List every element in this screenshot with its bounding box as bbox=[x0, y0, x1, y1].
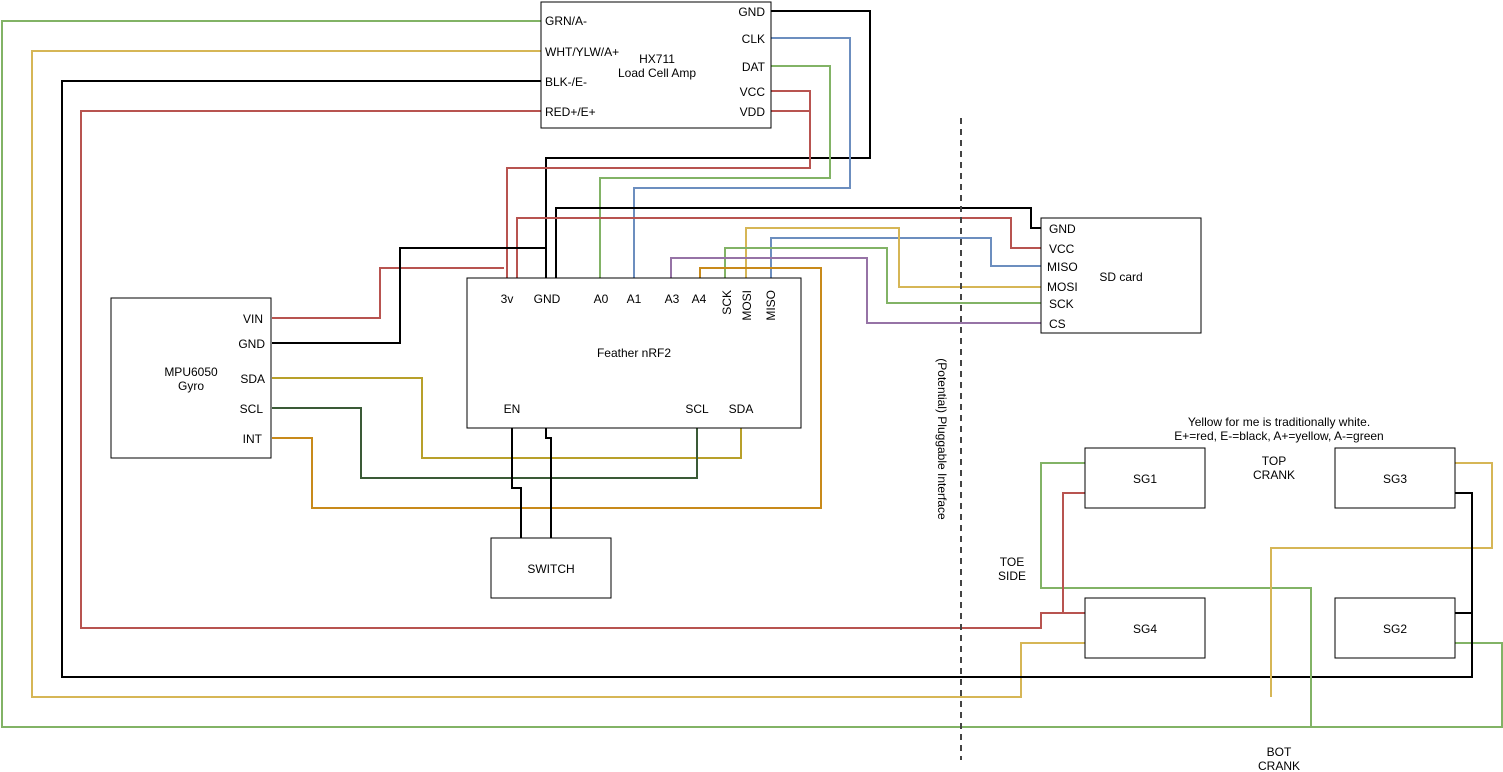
bot-crank-line-1: BOT bbox=[1267, 745, 1292, 759]
wire-hx711-clk bbox=[633, 37, 851, 290]
wire-mpu-scl bbox=[272, 407, 698, 479]
wire-hx711-e-plus bbox=[80, 110, 1085, 629]
sdcard-pin-mosi: MOSI bbox=[1047, 280, 1078, 294]
feather-pin-a3: A3 bbox=[665, 292, 680, 306]
hx711-box bbox=[540, 1, 772, 129]
mpu-pin-vin: VIN bbox=[243, 312, 263, 326]
mpu-pin-sda: SDA bbox=[240, 372, 265, 386]
hx711-pin-dat: DAT bbox=[742, 60, 766, 74]
feather-pin-scl: SCL bbox=[685, 402, 709, 416]
mpu6050-module: MPU6050 Gyro VIN GND SDA SCL INT bbox=[110, 297, 272, 459]
sg2-box bbox=[1334, 597, 1456, 659]
wire-hx711-e-minus bbox=[61, 80, 1473, 678]
hx711-module: HX711 Load Cell Amp GRN/A- WHT/YLW/A+ BL… bbox=[540, 1, 772, 129]
wire-sg1-sg4-red bbox=[1062, 492, 1085, 613]
hx711-pin-e-minus: BLK-/E- bbox=[545, 75, 587, 89]
wires bbox=[1, 10, 1503, 728]
feather-pin-gnd: GND bbox=[534, 292, 561, 306]
note-line-2: E+=red, E-=black, A+=yellow, A-=green bbox=[1174, 429, 1383, 443]
wire-hx711-a-plus bbox=[31, 50, 1085, 698]
mpu-title: MPU6050 bbox=[164, 365, 218, 379]
hx711-pin-gnd: GND bbox=[738, 5, 765, 19]
sdcard-module: SD card GND VCC MISO MOSI SCK CS bbox=[1040, 217, 1202, 334]
sg4-box bbox=[1084, 597, 1206, 659]
sdcard-pin-sck: SCK bbox=[1049, 297, 1074, 311]
hx711-subtitle: Load Cell Amp bbox=[618, 66, 696, 80]
interface-label: (Potential) Pluggable Interface bbox=[935, 358, 949, 520]
wire-sd-gnd bbox=[555, 207, 1041, 290]
sdcard-title: SD card bbox=[1099, 270, 1142, 284]
feather-title: Feather nRF2 bbox=[597, 346, 671, 360]
sg1-box bbox=[1084, 447, 1206, 509]
switch-box bbox=[490, 537, 612, 599]
feather-pin-a1: A1 bbox=[627, 292, 642, 306]
feather-pin-sck: SCK bbox=[720, 290, 734, 315]
toe-side-line-2: SIDE bbox=[998, 569, 1026, 583]
switch-title: SWITCH bbox=[527, 562, 574, 576]
wire-sd-cs bbox=[670, 257, 1041, 324]
wire-sd-miso bbox=[770, 237, 1041, 288]
mpu-pin-gnd: GND bbox=[238, 337, 265, 351]
feather-pin-a4: A4 bbox=[692, 292, 707, 306]
wire-mpu-sda bbox=[272, 377, 742, 459]
sg3-label: SG3 bbox=[1383, 472, 1407, 486]
wire-hx711-vcc bbox=[506, 90, 811, 290]
wire-sg1-sg2-green bbox=[1040, 462, 1312, 727]
wire-hx711-a-minus bbox=[1, 20, 1503, 728]
sdcard-pin-vcc: VCC bbox=[1049, 242, 1075, 256]
note-line-1: Yellow for me is traditionally white. bbox=[1188, 415, 1370, 429]
wire-sd-vcc bbox=[516, 217, 1041, 290]
feather-pin-miso: MISO bbox=[764, 290, 778, 321]
bot-crank-line-2: CRANK bbox=[1258, 759, 1300, 772]
top-crank-line-1: TOP bbox=[1262, 454, 1286, 468]
sdcard-pin-miso: MISO bbox=[1047, 260, 1078, 274]
feather-pin-3v: 3v bbox=[501, 292, 514, 306]
top-crank-line-2: CRANK bbox=[1253, 468, 1295, 482]
feather-pin-mosi: MOSI bbox=[740, 290, 754, 321]
sg4-label: SG4 bbox=[1133, 622, 1157, 636]
sdcard-pin-gnd: GND bbox=[1049, 222, 1076, 236]
wire-sd-sck bbox=[724, 247, 1041, 304]
feather-pin-en: EN bbox=[504, 402, 521, 416]
hx711-title: HX711 bbox=[639, 52, 675, 66]
hx711-pin-a-plus: WHT/YLW/A+ bbox=[545, 45, 619, 59]
wire-mpu-int bbox=[272, 267, 822, 509]
switch-module: SWITCH bbox=[490, 537, 612, 599]
wire-hx711-gnd bbox=[545, 10, 871, 290]
hx711-pin-vcc: VCC bbox=[740, 85, 766, 99]
feather-pin-sda: SDA bbox=[729, 402, 754, 416]
mpu-pin-scl: SCL bbox=[240, 402, 264, 416]
sg3-box bbox=[1334, 447, 1456, 509]
sg1-label: SG1 bbox=[1133, 472, 1157, 486]
sdcard-pin-cs: CS bbox=[1049, 317, 1066, 331]
wire-switch-en bbox=[511, 418, 522, 539]
feather-pin-a0: A0 bbox=[594, 292, 609, 306]
wire-mpu-vin bbox=[272, 267, 504, 319]
mpu-box bbox=[110, 297, 272, 459]
feather-module: Feather nRF2 3v GND A0 A1 A3 A4 SCK MOSI… bbox=[466, 277, 802, 429]
mpu-pin-int: INT bbox=[243, 432, 263, 446]
sdcard-box bbox=[1040, 217, 1202, 334]
wire-sg3-yellow bbox=[1270, 462, 1493, 697]
wire-sg3-black bbox=[1455, 492, 1473, 613]
hx711-pin-vdd: VDD bbox=[740, 105, 766, 119]
wire-mpu-gnd bbox=[272, 247, 546, 344]
feather-box bbox=[466, 277, 802, 429]
hx711-pin-e-plus: RED+/E+ bbox=[545, 105, 596, 119]
hx711-pin-a-minus: GRN/A- bbox=[545, 14, 587, 28]
sg2-label: SG2 bbox=[1383, 622, 1407, 636]
hx711-pin-clk: CLK bbox=[742, 32, 765, 46]
annotations: Yellow for me is traditionally white. E+… bbox=[998, 415, 1384, 772]
strain-gauges: SG1 SG3 SG4 SG2 bbox=[1084, 447, 1456, 659]
wire-hx711-dat bbox=[599, 65, 831, 290]
mpu-subtitle: Gyro bbox=[178, 379, 204, 393]
toe-side-line-1: TOE bbox=[1000, 555, 1024, 569]
